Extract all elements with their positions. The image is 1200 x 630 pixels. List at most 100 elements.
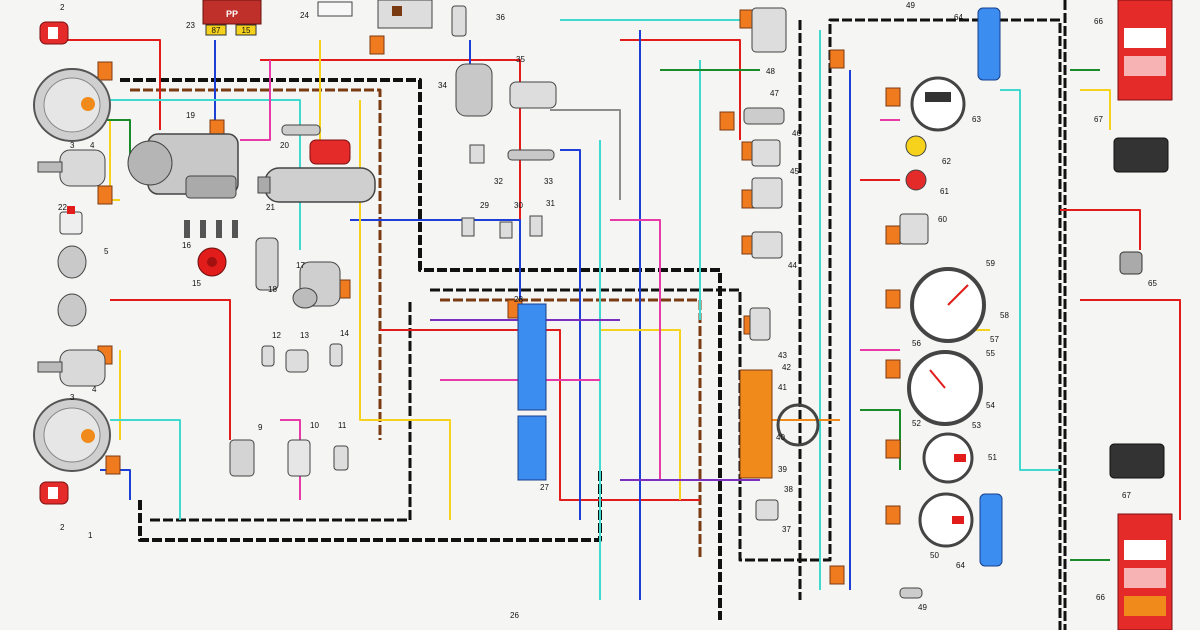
switch-48 xyxy=(751,7,787,53)
relay-9 xyxy=(229,439,255,477)
component-label-c13: 13 xyxy=(300,331,309,340)
component-label-c50: 50 xyxy=(930,551,939,560)
wire-red xyxy=(380,329,700,501)
component-label-c19: 19 xyxy=(186,111,195,120)
component-label-c39: 39 xyxy=(778,465,787,474)
connector-block xyxy=(829,565,845,585)
fuse-block-28 xyxy=(517,303,547,411)
connector-block xyxy=(105,455,121,475)
component-label-c1: 1 xyxy=(88,531,93,540)
wire-black xyxy=(430,18,1062,630)
component-label-c37: 37 xyxy=(782,525,791,534)
sensor-11 xyxy=(333,445,349,471)
wire-yellow xyxy=(1080,89,1111,130)
wire-red xyxy=(1080,299,1181,520)
component-label-c4a: 4 xyxy=(90,141,95,150)
component-label-c26: 26 xyxy=(510,611,519,620)
component-label-c44: 44 xyxy=(788,261,797,270)
component-label-c66a: 66 xyxy=(1094,17,1103,26)
horn-lower xyxy=(37,349,106,387)
wire-cyan xyxy=(1000,89,1060,471)
component-label-c40: 40 xyxy=(776,433,785,442)
component-label-c18: 18 xyxy=(268,285,277,294)
wire-blue xyxy=(350,219,521,300)
switch-32 xyxy=(469,144,485,164)
component-label-c20: 20 xyxy=(280,141,289,150)
component-label-c43: 43 xyxy=(778,351,787,360)
component-label-c45: 45 xyxy=(790,167,799,176)
fuse-block-27 xyxy=(517,415,547,481)
switch-47 xyxy=(743,107,785,125)
wire-red xyxy=(110,299,231,440)
module-25 xyxy=(377,0,433,29)
plate-lamp-67-top xyxy=(1113,137,1169,173)
component-label-c51: 51 xyxy=(988,453,997,462)
component-label-c5: 5 xyxy=(104,247,109,256)
sensor-65 xyxy=(1119,251,1143,275)
wire-cyan xyxy=(110,419,181,520)
component-label-c31: 31 xyxy=(546,199,555,208)
component-label-c12: 12 xyxy=(272,331,281,340)
component-label-c2b: 2 xyxy=(60,523,65,532)
component-label-c65: 65 xyxy=(1148,279,1157,288)
connector-24 xyxy=(317,1,353,17)
side-lamp-upper xyxy=(39,21,69,45)
component-label-c56: 56 xyxy=(912,339,921,348)
spark-plugs-16 xyxy=(184,220,238,238)
switch-64-bottom xyxy=(979,493,1003,567)
component-label-c35: 35 xyxy=(516,55,525,64)
component-label-c15: 15 xyxy=(192,279,201,288)
sensor-35 xyxy=(509,81,557,109)
components-layer: PP 87 15 xyxy=(33,0,1173,630)
sensor-12 xyxy=(261,345,275,367)
component-label-c36: 36 xyxy=(496,13,505,22)
relay-44 xyxy=(751,231,783,259)
component-label-c22: 22 xyxy=(58,203,67,212)
connector-block xyxy=(829,49,845,69)
component-label-c67b: 67 xyxy=(1122,491,1131,500)
wiper-motor-17 xyxy=(292,261,341,309)
component-label-c4b: 4 xyxy=(92,385,97,394)
gauge-51 xyxy=(922,432,974,484)
sensor-20 xyxy=(281,124,321,136)
motor-34 xyxy=(455,63,493,117)
component-label-c58: 58 xyxy=(1000,311,1009,320)
tachometer-52 xyxy=(907,350,983,426)
relay-23: PP 87 15 xyxy=(202,0,262,36)
component-label-c66b: 66 xyxy=(1096,593,1105,602)
gauge-50 xyxy=(918,492,974,548)
component-label-c10: 10 xyxy=(310,421,319,430)
component-label-c63: 63 xyxy=(972,115,981,124)
connector-block xyxy=(97,61,113,81)
relay-pin-87: 87 xyxy=(212,26,221,35)
switch-43 xyxy=(749,307,771,341)
sensor-22 xyxy=(59,206,83,235)
wire-grey xyxy=(550,109,621,200)
component-label-c64b: 64 xyxy=(956,561,965,570)
component-label-c24: 24 xyxy=(300,11,309,20)
headlight-upper xyxy=(33,68,111,142)
component-label-c34: 34 xyxy=(438,81,447,90)
component-label-c27: 27 xyxy=(540,483,549,492)
component-label-c14: 14 xyxy=(340,329,349,338)
lamp-61 xyxy=(905,169,927,191)
lamp-62 xyxy=(905,135,927,157)
component-label-c41: 41 xyxy=(778,383,787,392)
connector-block xyxy=(719,111,735,131)
component-label-c59: 59 xyxy=(986,259,995,268)
component-label-c53: 53 xyxy=(972,421,981,430)
component-label-c57: 57 xyxy=(990,335,999,344)
component-label-c38: 38 xyxy=(784,485,793,494)
connector-block xyxy=(885,439,901,459)
washer-motor-1 xyxy=(57,245,87,279)
ignition-coil-18 xyxy=(255,237,279,291)
wire-red xyxy=(1060,209,1141,250)
component-label-c21: 21 xyxy=(266,203,275,212)
connector-block xyxy=(97,185,113,205)
component-label-c30: 30 xyxy=(514,201,523,210)
component-label-c9: 9 xyxy=(258,423,263,432)
component-label-c54: 54 xyxy=(986,401,995,410)
washer-motor-2 xyxy=(57,293,87,327)
